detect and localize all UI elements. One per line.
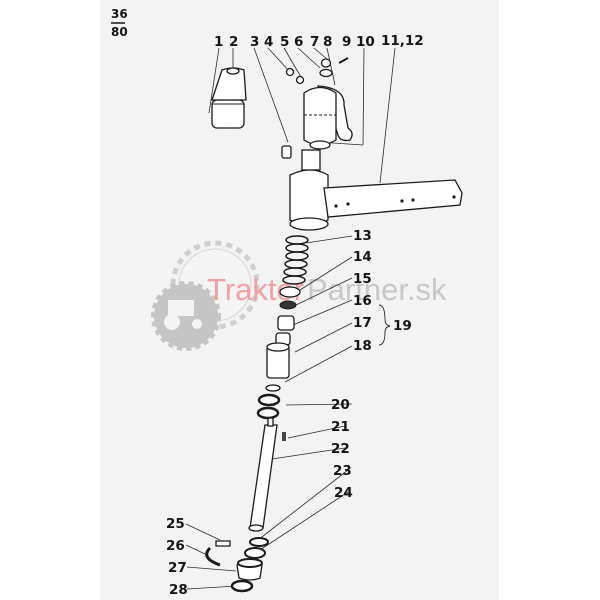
part-sleeve [266,342,290,379]
label-26: 26 [166,538,185,554]
label-7: 7 [310,34,319,50]
label-3: 3 [250,34,259,50]
part-bearing-race [279,300,297,310]
part-king-pin-shaft [248,417,278,532]
page-number: 36 80 [111,7,128,39]
label-4: 4 [264,34,273,50]
label-6: 6 [294,34,303,50]
label-17: 17 [353,315,372,331]
label-24: 24 [334,485,353,501]
label-22: 22 [331,441,350,457]
label-11-12: 11,12 [381,33,424,49]
bracket-19 [378,304,391,346]
part-pin [282,432,286,441]
label-2: 2 [229,34,238,50]
label-5: 5 [280,34,289,50]
part-bearing-nut [236,558,263,581]
watermark-text: Traktor Partner.sk [207,272,447,307]
part-spring [282,235,309,285]
label-28: 28 [169,582,188,598]
part-axle-beam [323,179,463,218]
part-seal-ring-lower [244,547,266,559]
part-bushing [281,145,292,159]
part-washer [319,68,333,78]
part-seal-ring-upper [249,537,269,547]
label-8: 8 [323,34,332,50]
part-seal-rings-20 [256,393,281,420]
part-labels: 1 2 3 4 5 6 7 8 9 10 11,12 13 14 15 16 1… [166,33,424,598]
label-13: 13 [353,228,372,244]
label-18: 18 [353,338,372,354]
label-10: 10 [356,34,375,50]
part-king-pin-housing [289,149,329,231]
label-25: 25 [166,516,185,532]
svg-text:Partner.sk: Partner.sk [307,272,447,307]
part-seal-ring-bottom [230,579,254,593]
label-27: 27 [168,560,187,576]
part-nut [285,67,295,77]
page-number-bottom: 80 [111,25,128,39]
label-16: 16 [353,293,372,309]
label-9: 9 [342,34,351,50]
part-thrust-washer [279,286,301,298]
part-locking-wire [205,546,221,567]
part-lock-plate [215,540,231,547]
part-steering-arm [303,85,353,150]
label-1: 1 [214,34,223,50]
part-bushing-upper [277,315,295,331]
part-dust-boot [211,67,247,129]
watermark-logo-icon [151,240,260,351]
label-23: 23 [333,463,352,479]
label-19: 19 [393,318,412,334]
part-grease-nipple [295,75,305,85]
label-21: 21 [331,419,350,435]
label-15: 15 [353,271,372,287]
part-seal-ring [265,384,281,392]
part-split-pin [338,57,349,64]
label-20: 20 [331,397,350,413]
part-castle-nut [320,58,332,68]
page-number-top: 36 [111,7,128,21]
label-14: 14 [353,249,372,265]
